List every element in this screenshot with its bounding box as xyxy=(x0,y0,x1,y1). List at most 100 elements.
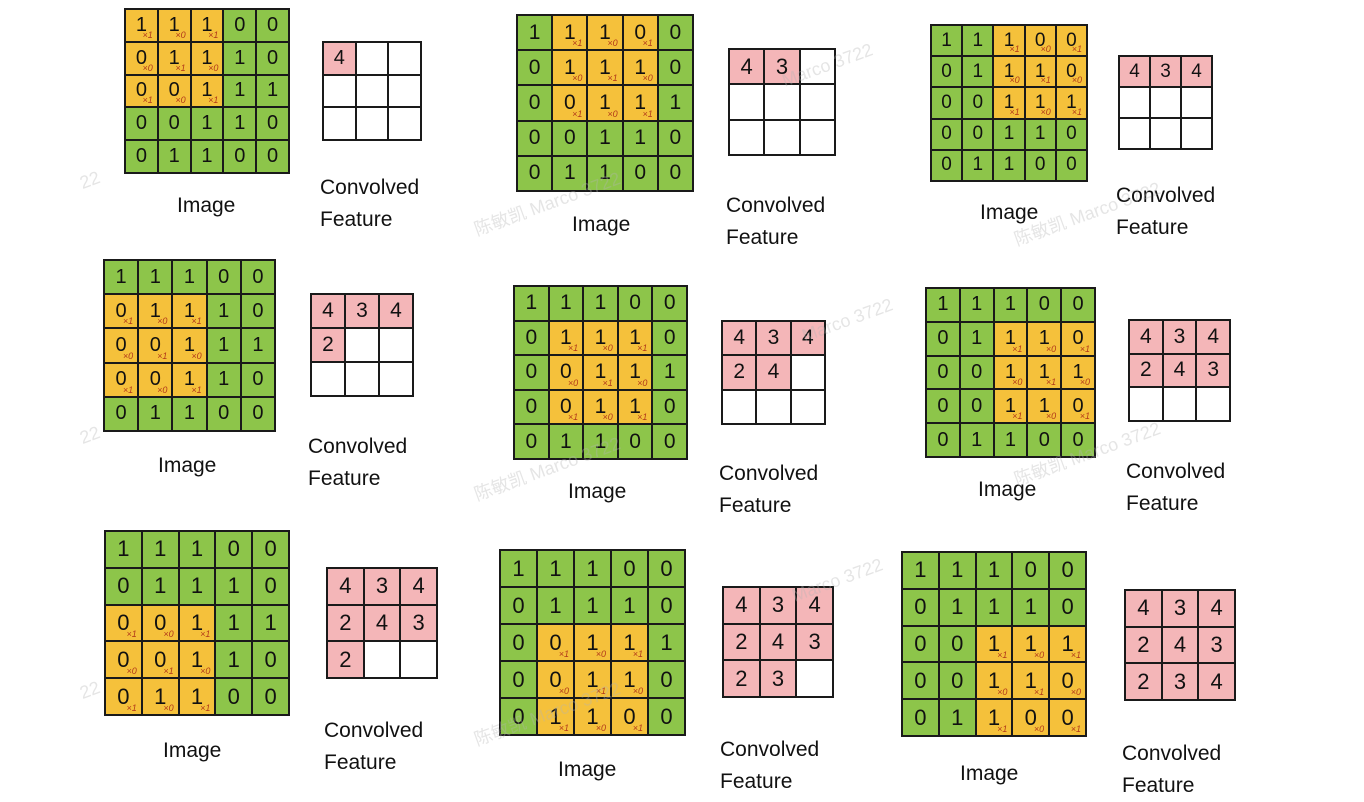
kernel-window-cell: 1×1 xyxy=(575,662,610,697)
kernel-window-cell: 1×1 xyxy=(1056,88,1086,118)
image-cell: 1 xyxy=(575,588,610,623)
image-cell: 0 xyxy=(658,51,692,85)
kernel-window-cell: 1×1 xyxy=(618,390,652,424)
cell-value: 0 xyxy=(669,126,682,150)
cell-value: 1 xyxy=(201,112,213,135)
cell-value: 0 xyxy=(528,126,541,150)
cell-value: 1 xyxy=(560,325,572,349)
image-label: Image xyxy=(177,194,236,217)
kernel-weight: ×0 xyxy=(157,384,168,395)
kernel-weight: ×1 xyxy=(637,343,648,354)
cell-value: 1 xyxy=(549,555,562,581)
convolved-label-line1: Convolved xyxy=(720,738,820,761)
kernel-weight: ×1 xyxy=(122,316,134,327)
cell-value: 1 xyxy=(227,573,240,599)
image-cell: 1 xyxy=(241,329,274,362)
feature-value-cell: 3 xyxy=(757,322,790,355)
convolved-label-line1: Convolved xyxy=(308,435,408,458)
kernel-window-cell: 1×1 xyxy=(191,75,223,107)
cell-value: 0 xyxy=(227,683,240,709)
image-cell: 0 xyxy=(653,321,686,355)
cell-value: 0 xyxy=(560,360,572,384)
kernel-weight: ×1 xyxy=(1009,44,1020,55)
cell-value: 1 xyxy=(190,609,204,635)
image-cell: 1 xyxy=(903,553,938,588)
image-cell: 0 xyxy=(612,551,647,586)
kernel-window-cell: 0×0 xyxy=(139,363,172,396)
cell-value: 1 xyxy=(987,557,1001,583)
kernel-window-cell: 0×1 xyxy=(105,295,138,328)
image-cell: 0 xyxy=(1050,589,1085,625)
image-cell: 0 xyxy=(501,699,536,734)
cell-value: 1 xyxy=(135,13,147,36)
cell-value: 1 xyxy=(563,55,576,79)
cell-value: 1 xyxy=(623,666,636,692)
convolved-label-line2: Feature xyxy=(1116,216,1189,239)
image-cell: 0 xyxy=(932,88,962,118)
cell-value: 0 xyxy=(267,46,279,69)
feature-empty-cell xyxy=(401,642,436,677)
cell-value: 1 xyxy=(168,46,180,69)
cell-value: 1 xyxy=(183,333,196,356)
kernel-window-cell: 1×0 xyxy=(994,356,1027,389)
image-cell: 1 xyxy=(612,588,647,623)
convolved-label-line1: Convolved xyxy=(324,719,424,742)
kernel-window-cell: 1×1 xyxy=(994,322,1027,355)
kernel-weight: ×1 xyxy=(602,377,613,388)
cell-value: 0 xyxy=(1072,428,1084,451)
cell-value: 1 xyxy=(599,55,611,79)
cell-value: 0 xyxy=(267,145,279,168)
kernel-window-cell: 0×0 xyxy=(538,662,573,697)
feature-value-cell: 3 xyxy=(1162,664,1198,699)
kernel-weight: ×0 xyxy=(163,629,174,640)
feature-value-cell: 2 xyxy=(1126,664,1161,699)
cell-value: 1 xyxy=(629,395,641,419)
image-cell: 1 xyxy=(191,108,223,140)
kernel-weight: ×1 xyxy=(572,108,583,119)
cell-value: 1 xyxy=(201,79,213,102)
kernel-window-cell: 0×1 xyxy=(538,625,573,660)
image-cell: 0 xyxy=(207,261,240,294)
cell-value: 0 xyxy=(1066,29,1077,51)
cell-value: 0 xyxy=(1066,123,1077,145)
kernel-weight: ×1 xyxy=(126,702,137,713)
kernel-window-cell: 0×1 xyxy=(105,363,138,396)
kernel-weight: ×0 xyxy=(558,686,569,696)
kernel-weight: ×1 xyxy=(208,95,219,106)
cell-value: 1 xyxy=(549,592,562,618)
kernel-window-cell: 0×1 xyxy=(106,679,141,714)
feature-empty-cell xyxy=(312,363,344,395)
cell-value: 0 xyxy=(218,265,230,288)
image-cell: 1 xyxy=(179,568,215,604)
cell-value: 1 xyxy=(594,395,607,419)
feature-value-cell: 2 xyxy=(312,329,344,361)
kernel-weight: ×0 xyxy=(200,666,211,677)
feature-empty-cell xyxy=(324,75,355,107)
image-label: Image xyxy=(978,478,1037,501)
kernel-weight: ×0 xyxy=(1040,106,1051,117)
kernel-window-cell: 1×1 xyxy=(994,88,1024,118)
cell-value: 1 xyxy=(227,646,240,672)
kernel-window-cell: 1×0 xyxy=(618,356,652,389)
cell-value: 0 xyxy=(914,667,927,693)
kernel-window-cell: 0×1 xyxy=(126,75,157,107)
cell-value: 0 xyxy=(1038,428,1050,451)
cell-value: 1 xyxy=(218,333,230,356)
image-cell: 1 xyxy=(173,397,206,430)
kernel-window-cell: 1×1 xyxy=(538,699,573,734)
feature-value-cell: 2 xyxy=(1130,354,1162,387)
kernel-weight: ×1 xyxy=(142,29,153,40)
image-cell: 1 xyxy=(584,425,617,458)
cell-value: 1 xyxy=(1003,29,1015,51)
kernel-weight: ×0 xyxy=(126,666,137,677)
cell-value: 1 xyxy=(594,291,607,315)
feature-value-cell: 4 xyxy=(324,43,355,74)
cell-value: 0 xyxy=(660,592,673,618)
image-cell: 1 xyxy=(994,150,1024,180)
kernel-weight: ×1 xyxy=(1070,650,1081,661)
image-cell: 1 xyxy=(932,26,962,56)
cell-value: 0 xyxy=(629,291,641,315)
